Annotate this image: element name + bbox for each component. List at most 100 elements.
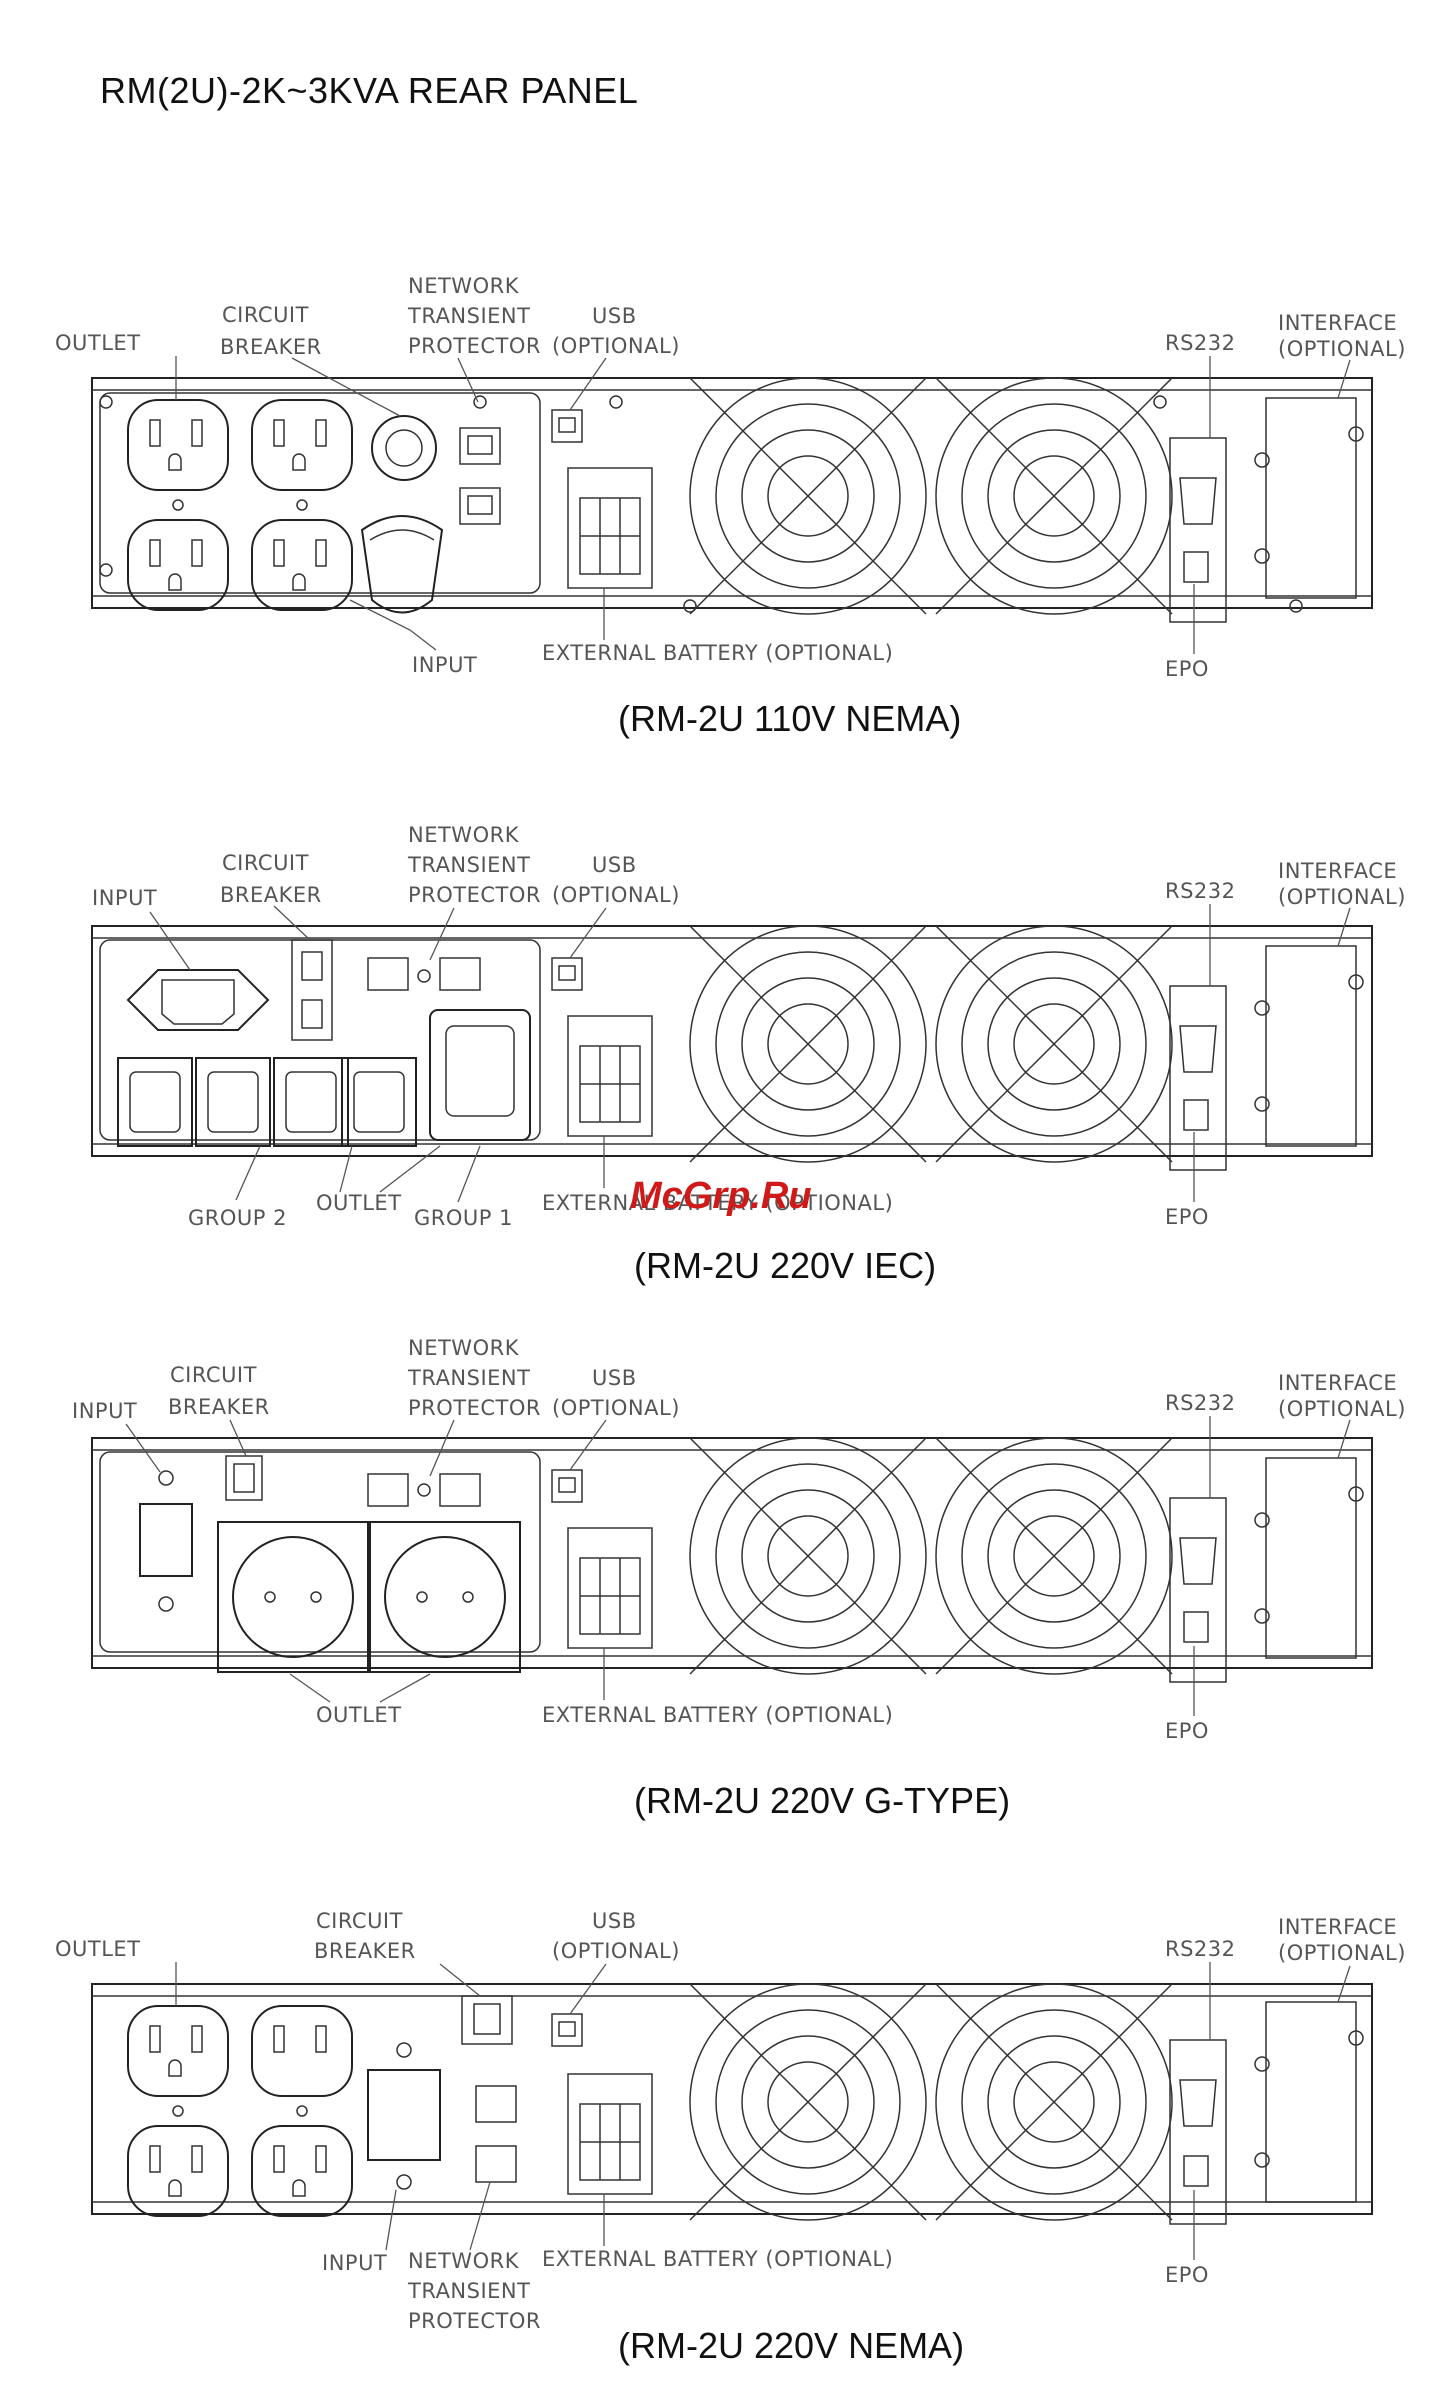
label-group-2: GROUP 2 xyxy=(188,1206,287,1230)
network-port-icon xyxy=(475,2085,517,2183)
schuko-outlet-icon xyxy=(217,1521,521,1673)
label-network-protector: NETWORK xyxy=(408,823,520,847)
interface-slot-icon xyxy=(1254,397,1364,599)
label-input: INPUT xyxy=(72,1399,137,1423)
label-usb: (OPTIONAL) xyxy=(552,1396,680,1420)
rs232-port-icon xyxy=(1169,985,1227,1171)
label-interface: (OPTIONAL) xyxy=(1278,337,1406,361)
iec-outlet-icon xyxy=(117,1009,531,1147)
label-interface: INTERFACE xyxy=(1278,311,1397,335)
label-circuit-breaker: CIRCUIT xyxy=(170,1363,257,1387)
label-rs232: RS232 xyxy=(1165,879,1236,903)
input-cord-icon xyxy=(360,515,444,614)
rs232-port-icon xyxy=(1169,2039,1227,2225)
fan-icon xyxy=(689,925,1173,1163)
chassis xyxy=(91,1983,1373,2215)
label-network-protector: TRANSIENT xyxy=(407,2279,530,2303)
label-interface: INTERFACE xyxy=(1278,859,1397,883)
leader-line xyxy=(149,904,1351,1203)
iec-inlet-icon xyxy=(126,969,270,1031)
watermark: McGrp.Ru xyxy=(630,1175,812,1217)
circuit-breaker-icon xyxy=(225,1455,263,1501)
label-input: INPUT xyxy=(412,653,477,677)
network-port-icon xyxy=(367,1473,481,1507)
label-epo: EPO xyxy=(1165,1205,1209,1229)
label-outlet: OUTLET xyxy=(55,331,141,355)
outlet-plate xyxy=(99,1451,541,1653)
label-rs232: RS232 xyxy=(1165,331,1236,355)
usb-port-icon xyxy=(551,1469,583,1503)
label-external-battery: EXTERNAL BATTERY (OPTIONAL) xyxy=(542,1191,893,1215)
panel-220v-iec: INPUT CIRCUIT BREAKER NETWORK TRANSIENT … xyxy=(91,823,1406,1230)
label-rs232: RS232 xyxy=(1165,1391,1236,1415)
label-circuit-breaker: BREAKER xyxy=(314,1939,416,1963)
label-interface: (OPTIONAL) xyxy=(1278,1941,1406,1965)
label-interface: INTERFACE xyxy=(1278,1371,1397,1395)
leader-line xyxy=(175,356,1351,654)
nema-outlet-icon xyxy=(127,399,353,611)
label-group-1: GROUP 1 xyxy=(414,1206,513,1230)
iec-inlet-icon xyxy=(367,2042,441,2190)
panel-caption: (RM-2U 220V NEMA) xyxy=(618,2325,965,2366)
fan-icon xyxy=(689,1983,1173,2221)
label-network-protector: TRANSIENT xyxy=(407,304,530,328)
epo-connector-icon xyxy=(1183,1099,1209,1131)
label-usb: (OPTIONAL) xyxy=(552,1939,680,1963)
label-usb: USB xyxy=(592,304,637,328)
label-network-protector: TRANSIENT xyxy=(407,853,530,877)
label-external-battery: EXTERNAL BATTERY (OPTIONAL) xyxy=(542,1703,893,1727)
label-interface: (OPTIONAL) xyxy=(1278,885,1406,909)
chassis xyxy=(91,925,1373,1157)
rs232-port-icon xyxy=(1169,437,1227,623)
label-input: INPUT xyxy=(92,886,157,910)
panel-220v-nema: OUTLET CIRCUIT BREAKER USB (OPTIONAL) RS… xyxy=(55,1909,1406,2333)
label-epo: EPO xyxy=(1165,1719,1209,1743)
panel-220v-g-type: INPUT CIRCUIT BREAKER NETWORK TRANSIENT … xyxy=(72,1336,1405,1743)
label-usb: USB xyxy=(592,1366,637,1390)
panel-caption: (RM-2U 220V IEC) xyxy=(634,1245,937,1286)
page-title: RM(2U)-2K~3KVA REAR PANEL xyxy=(100,70,639,111)
network-port-icon xyxy=(367,957,481,991)
interface-slot-icon xyxy=(1254,1457,1364,1659)
fan-icon xyxy=(689,377,1173,615)
label-circuit-breaker: CIRCUIT xyxy=(316,1909,403,1933)
usb-port-icon xyxy=(551,409,583,443)
label-network-protector: NETWORK xyxy=(408,274,520,298)
chassis xyxy=(91,1437,1373,1669)
label-circuit-breaker: CIRCUIT xyxy=(222,303,309,327)
circuit-breaker-icon xyxy=(371,415,437,481)
outlet-plate xyxy=(99,392,541,594)
label-network-protector: PROTECTOR xyxy=(408,2309,541,2333)
label-usb: (OPTIONAL) xyxy=(552,334,680,358)
usb-port-icon xyxy=(551,2013,583,2047)
usb-port-icon xyxy=(551,957,583,991)
leader-line xyxy=(125,1416,1351,1716)
label-epo: EPO xyxy=(1165,2263,1209,2287)
label-outlet: OUTLET xyxy=(55,1937,141,1961)
nema-outlet-icon xyxy=(127,2005,353,2217)
label-circuit-breaker: CIRCUIT xyxy=(222,851,309,875)
fan-icon xyxy=(689,1437,1173,1675)
label-network-protector: PROTECTOR xyxy=(408,883,541,907)
label-network-protector: NETWORK xyxy=(408,1336,520,1360)
interface-slot-icon xyxy=(1254,2001,1364,2203)
interface-slot-icon xyxy=(1254,945,1364,1147)
label-input: INPUT xyxy=(322,2251,387,2275)
panel-caption: (RM-2U 220V G-TYPE) xyxy=(634,1780,1011,1821)
label-circuit-breaker: BREAKER xyxy=(168,1395,270,1419)
epo-connector-icon xyxy=(1183,2155,1209,2187)
label-external-battery: EXTERNAL BATTERY (OPTIONAL) xyxy=(542,641,893,665)
rs232-port-icon xyxy=(1169,1497,1227,1683)
label-circuit-breaker: BREAKER xyxy=(220,883,322,907)
label-outlet: OUTLET xyxy=(316,1191,402,1215)
network-port-icon xyxy=(459,427,501,525)
panel-caption: (RM-2U 110V NEMA) xyxy=(618,698,962,739)
iec-inlet-icon xyxy=(139,1470,193,1612)
label-network-protector: PROTECTOR xyxy=(408,1396,541,1420)
chassis xyxy=(91,377,1373,609)
label-external-battery: EXTERNAL BATTERY (OPTIONAL) xyxy=(542,2247,893,2271)
label-network-protector: NETWORK xyxy=(408,2249,520,2273)
epo-connector-icon xyxy=(1183,1611,1209,1643)
label-epo: EPO xyxy=(1165,657,1209,681)
circuit-breaker-icon xyxy=(461,1995,513,2045)
